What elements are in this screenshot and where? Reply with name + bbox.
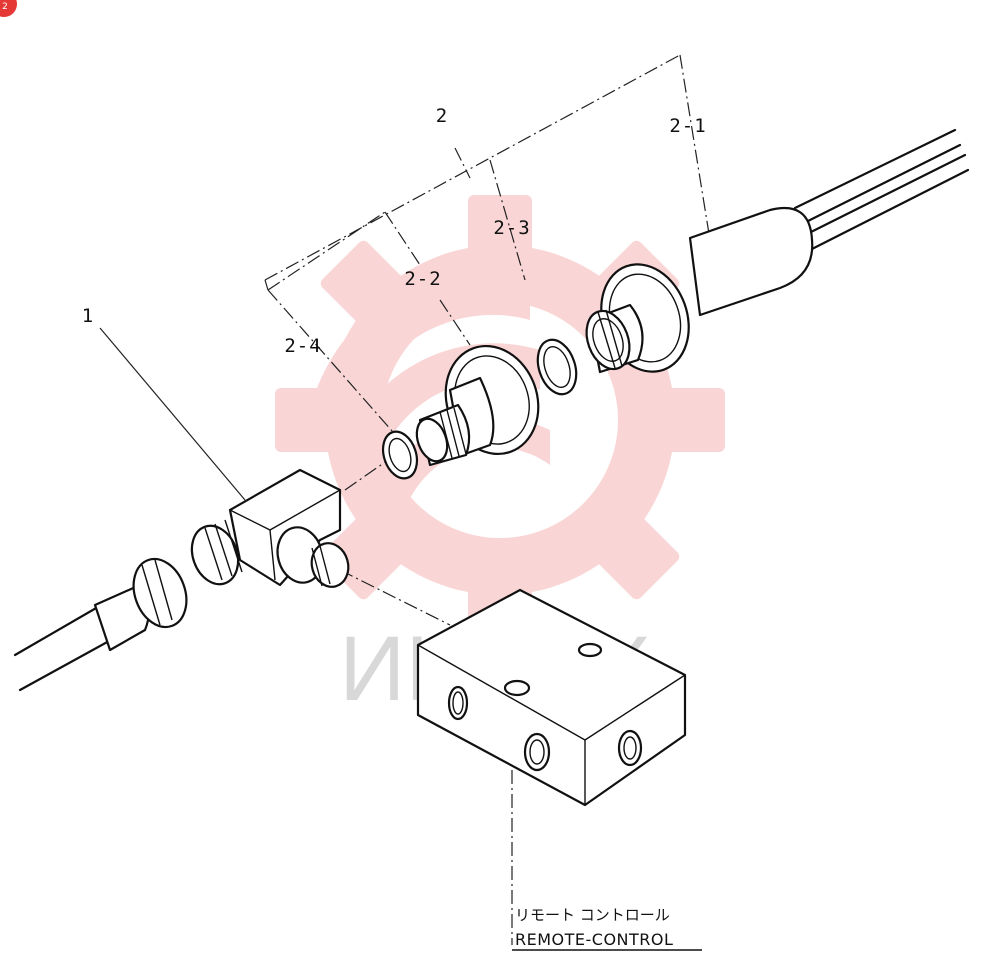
remote-control-block	[416, 588, 687, 807]
part-2-3-washer	[536, 338, 578, 396]
callout-1: 1	[82, 305, 94, 327]
callout-2-3: 2-3	[493, 217, 530, 239]
caption-japanese: リモート コントロール	[515, 906, 670, 924]
hose-assembly	[13, 557, 188, 692]
callout-2-4: 2-4	[284, 335, 321, 357]
badge-circle	[0, 0, 17, 17]
part-2-2-adapter	[415, 344, 540, 467]
callout-2-2: 2-2	[404, 268, 441, 290]
badge-label: 2	[2, 2, 8, 12]
caption-english: REMOTE-CONTROL	[515, 930, 673, 949]
part-2-1-sensor	[585, 128, 970, 374]
page-badge: 2	[0, 0, 17, 17]
part-2-4-washer	[381, 430, 419, 480]
callout-2-1: 2-1	[669, 115, 706, 137]
callout-2: 2	[436, 105, 448, 127]
part-1-tee-fitting	[190, 468, 350, 588]
leader-lines	[99, 54, 711, 945]
